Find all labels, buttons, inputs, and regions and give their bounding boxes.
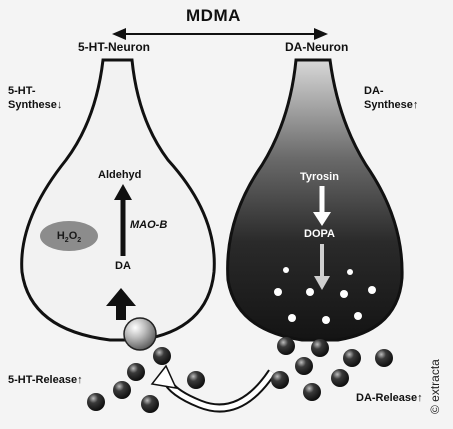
left-neuron-label: 5-HT-Neuron [78, 40, 150, 54]
right-synthesis-line1: DA- [364, 84, 418, 98]
h2o2-o: O [69, 230, 78, 242]
right-synthesis-line2: Synthese↑ [364, 98, 418, 112]
maob-label: MAO-B [130, 219, 167, 231]
aldehyd-label: Aldehyd [98, 169, 141, 181]
mdma-double-arrow [112, 28, 328, 40]
dopa-label: DOPA [304, 228, 335, 240]
reuptake-arrow [152, 366, 272, 408]
right-synthesis-label: DA- Synthese↑ [364, 84, 418, 112]
left-release-label: 5-HT-Release↑ [8, 374, 83, 386]
h2o2-sub2: 2 [77, 237, 81, 244]
terminal-vesicle [124, 318, 156, 350]
right-release-label: DA-Release↑ [356, 392, 423, 404]
right-neuron-label: DA-Neuron [285, 40, 348, 54]
left-synthesis-label: 5-HT- Synthese↓ [8, 84, 62, 112]
da-label: DA [115, 260, 131, 272]
h2o2-h: H [57, 230, 65, 242]
h2o2-label: H2O2 [40, 221, 98, 251]
left-synthesis-line2: Synthese↓ [8, 98, 62, 112]
left-synthesis-line1: 5-HT- [8, 84, 62, 98]
diagram-title: MDMA [186, 6, 241, 26]
copyright-label: © extracta [428, 359, 442, 414]
tyrosin-label: Tyrosin [300, 171, 339, 183]
